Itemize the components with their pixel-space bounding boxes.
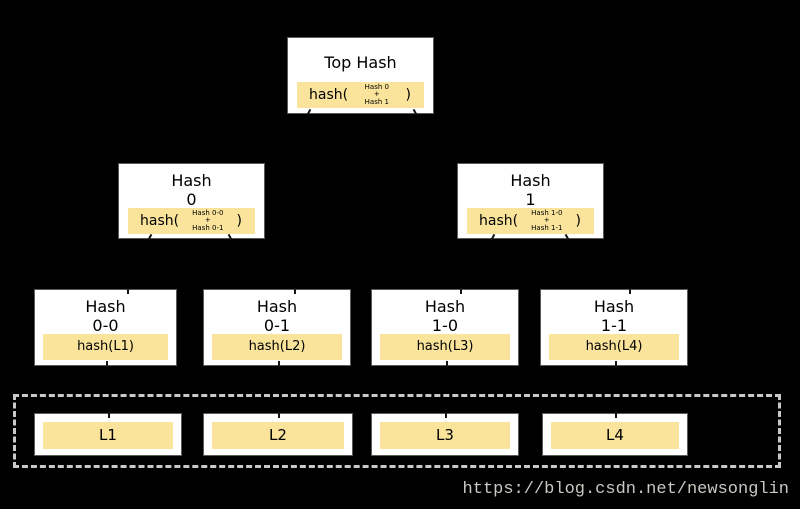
arrow-remnant-icon	[615, 412, 617, 418]
hash-formula: hash( Hash 1-0 + Hash 1-1 )	[467, 208, 594, 234]
node-title: Hash 0-1	[204, 290, 350, 335]
formula-args: Hash 1-0 + Hash 1-1	[531, 208, 563, 233]
arrow-remnant-icon	[460, 288, 462, 294]
formula-arg1: Hash 0	[364, 82, 389, 91]
formula-arg2: Hash 1-1	[531, 223, 563, 232]
formula-args: Hash 0-0 + Hash 0-1	[192, 208, 224, 233]
node-title-line2: 0-1	[263, 316, 291, 335]
node-hash-1-0: Hash 1-0 hash(L3)	[371, 288, 519, 367]
formula-arg1: Hash 1-0	[531, 208, 563, 217]
node-title-line1: Hash	[256, 297, 298, 316]
data-blocks-region	[13, 394, 781, 468]
node-title: Hash 0	[119, 164, 264, 209]
arrow-remnant-icon	[227, 233, 233, 241]
arrow-remnant-icon	[278, 412, 280, 418]
arrow-remnant-icon	[278, 361, 280, 367]
node-title-line2: 0	[186, 190, 197, 209]
node-title-line2: 1-1	[600, 316, 628, 335]
node-title: Hash 1-0	[372, 290, 518, 335]
node-title-line1: Hash	[85, 297, 126, 316]
data-block-l3: L3	[371, 412, 519, 456]
data-block-label: L1	[43, 422, 173, 449]
hash-formula: hash(L3)	[380, 334, 510, 360]
node-title-line2: 0-0	[92, 316, 119, 335]
data-block-l4: L4	[542, 412, 688, 456]
data-block-label: L4	[551, 422, 679, 449]
arrow-remnant-icon	[147, 233, 153, 241]
data-block-l2: L2	[203, 412, 353, 456]
node-title: Top Hash	[324, 53, 397, 72]
node-hash-1: Hash 1 hash( Hash 1-0 + Hash 1-1 )	[457, 163, 604, 241]
watermark-url: https://blog.csdn.net/newsonglin	[462, 480, 789, 499]
formula-operator: +	[543, 216, 550, 225]
formula-arg1: Hash 0-0	[192, 208, 224, 217]
formula-suffix: )	[575, 213, 581, 229]
arrow-remnant-icon	[629, 288, 631, 294]
formula-operator: +	[204, 216, 211, 225]
arrow-remnant-icon	[127, 288, 129, 294]
formula-prefix: hash(	[309, 87, 349, 103]
hash-formula: hash(L4)	[549, 334, 679, 360]
node-title: Hash 1-1	[541, 290, 687, 335]
hash-formula: hash(L2)	[212, 334, 342, 360]
arrow-remnant-icon	[106, 361, 108, 367]
hash-formula: hash(L1)	[43, 334, 168, 360]
formula-suffix: )	[405, 87, 411, 103]
node-hash-0-0: Hash 0-0 hash(L1)	[34, 288, 177, 367]
arrow-remnant-icon	[564, 233, 570, 241]
arrow-remnant-icon	[294, 288, 296, 294]
data-block-label: L3	[380, 422, 510, 449]
node-title-line1: Hash	[510, 171, 551, 190]
arrow-remnant-icon	[490, 233, 496, 241]
node-title-line2: 1	[525, 190, 536, 209]
hash-formula: hash( Hash 0 + Hash 1 )	[297, 82, 424, 108]
arrow-remnant-icon	[306, 108, 312, 116]
data-block-label: L2	[212, 422, 344, 449]
node-hash-1-1: Hash 1-1 hash(L4)	[540, 288, 688, 367]
node-title-line2: 1-0	[431, 316, 459, 335]
formula-operator: +	[373, 90, 380, 99]
node-title-line1: Hash	[424, 297, 466, 316]
node-hash-0: Hash 0 hash( Hash 0-0 + Hash 0-1 )	[118, 163, 265, 241]
node-title-line1: Hash	[593, 297, 635, 316]
arrow-remnant-icon	[615, 361, 617, 367]
node-title: Hash 1	[458, 164, 603, 209]
arrow-remnant-icon	[445, 412, 447, 418]
node-top-hash: Top Hash hash( Hash 0 + Hash 1 )	[287, 37, 434, 116]
formula-arg2: Hash 1	[364, 97, 389, 106]
node-hash-0-1: Hash 0-1 hash(L2)	[203, 288, 351, 367]
arrow-remnant-icon	[108, 412, 110, 418]
formula-prefix: hash(	[479, 213, 519, 229]
arrow-remnant-icon	[412, 108, 418, 116]
arrow-remnant-icon	[446, 361, 448, 367]
formula-arg2: Hash 0-1	[192, 223, 224, 232]
formula-args: Hash 0 + Hash 1	[364, 82, 389, 107]
node-title: Hash 0-0	[35, 290, 176, 335]
node-title-line1: Hash	[171, 171, 212, 190]
hash-formula: hash( Hash 0-0 + Hash 0-1 )	[128, 208, 255, 234]
formula-suffix: )	[236, 213, 242, 229]
formula-prefix: hash(	[140, 213, 180, 229]
data-block-l1: L1	[34, 412, 182, 456]
